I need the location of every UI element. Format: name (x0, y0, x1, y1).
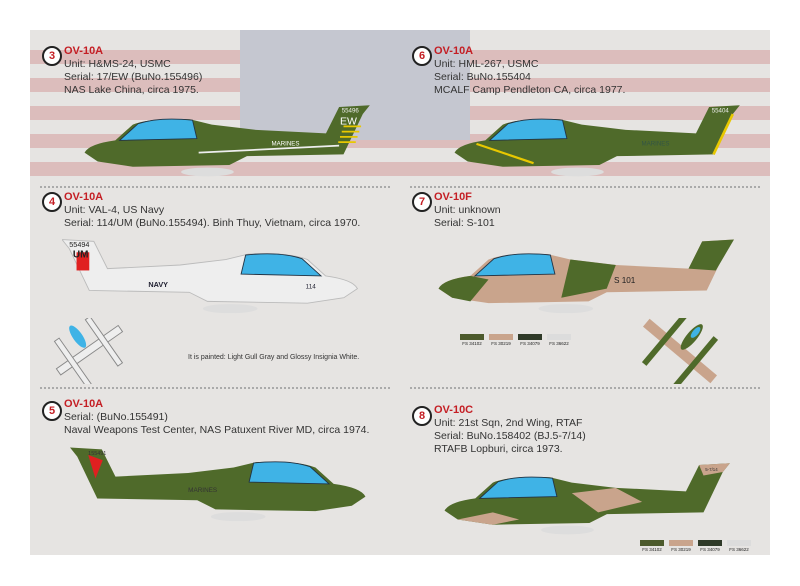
divider (410, 186, 760, 188)
us-flag-background (30, 30, 770, 176)
divider (40, 186, 390, 188)
decal-sheet (30, 30, 770, 555)
divider (410, 387, 760, 389)
divider (40, 387, 390, 389)
